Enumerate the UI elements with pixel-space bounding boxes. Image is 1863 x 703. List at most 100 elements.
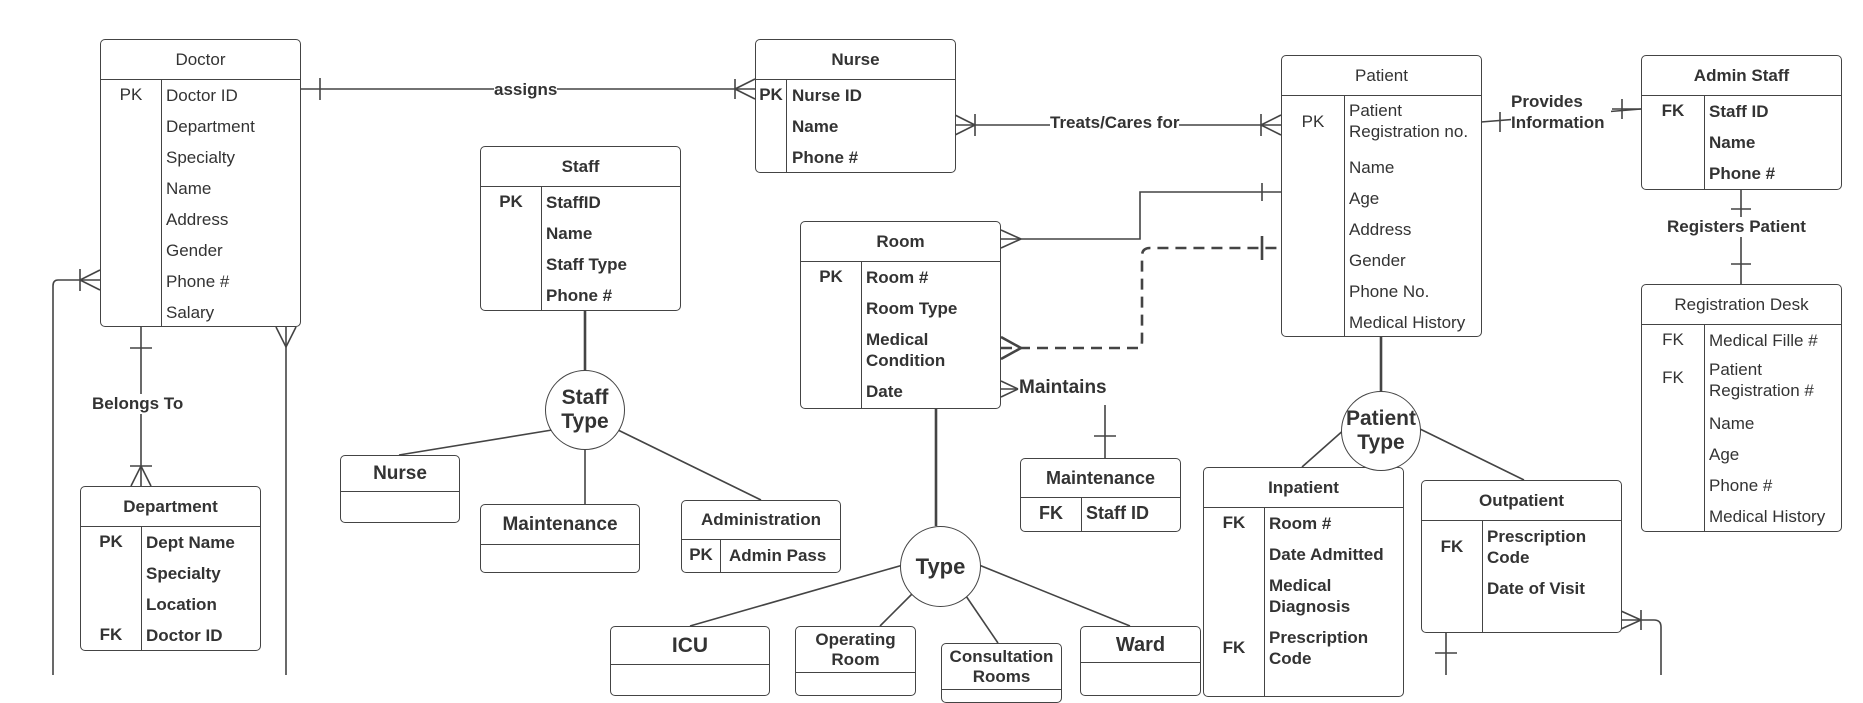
doctor-attr: Address <box>166 210 229 229</box>
nurse-attr: Phone # <box>792 148 859 167</box>
doctor-attr: Department <box>166 117 255 136</box>
admin-staff-entity[interactable]: Admin Staff FK Staff ID Name Phone # <box>1641 55 1842 190</box>
admin-staff-row: FK Staff ID <box>1642 96 1841 127</box>
patient-title: Patient <box>1282 56 1481 96</box>
treats-label: Treats/Cares for <box>1050 113 1180 133</box>
staff-type-circle[interactable]: Staff Type <box>545 370 625 450</box>
registration-desk-attr: Medical History <box>1709 507 1826 526</box>
patient-attr: Address <box>1349 220 1412 239</box>
inpatient-title: Inpatient <box>1204 468 1403 508</box>
icu-subtype-box[interactable]: ICU <box>610 626 770 696</box>
staff-row: PK StaffID <box>481 187 680 218</box>
inpatient-attr: Prescription Code <box>1269 628 1369 668</box>
nurse-key: PK <box>759 85 783 104</box>
nurse-row: Phone # <box>756 142 955 172</box>
inpatient-row: FK Prescription Code <box>1204 622 1403 674</box>
nurse-entity[interactable]: Nurse PK Nurse ID Name Phone # <box>755 39 956 173</box>
inpatient-entity[interactable]: Inpatient FK Room # Date Admitted Medica… <box>1203 467 1404 697</box>
nurse-title: Nurse <box>756 40 955 80</box>
inpatient-row: Date Admitted <box>1204 539 1403 570</box>
outpatient-attr: Prescription Code <box>1487 527 1587 567</box>
department-entity[interactable]: Department PK Dept Name Specialty Locati… <box>80 486 261 651</box>
staff-entity[interactable]: Staff PK StaffID Name Staff Type Phone # <box>480 146 681 311</box>
staff-attr: Staff Type <box>546 255 627 274</box>
registers-label: Registers Patient <box>1667 217 1806 237</box>
maintenance-entity-title: Maintenance <box>1021 459 1180 498</box>
doctor-row: Name <box>101 173 300 204</box>
maintenance-entity[interactable]: Maintenance FK Staff ID <box>1020 458 1181 532</box>
inpatient-attr: Date Admitted <box>1269 545 1384 564</box>
doctor-attr: Doctor ID <box>166 86 238 105</box>
nurse-treat-many-mark <box>954 114 976 136</box>
inpatient-row: FK Room # <box>1204 508 1403 539</box>
department-row: FK Doctor ID <box>81 620 260 650</box>
inpatient-key: FK <box>1222 513 1246 532</box>
patient-row: Name <box>1282 152 1481 183</box>
patient-attr: Age <box>1349 189 1380 208</box>
outpatient-entity[interactable]: Outpatient FK Prescription Code Date of … <box>1421 480 1622 633</box>
doctor-attr: Salary <box>166 303 215 322</box>
ward-subtype-title: Ward <box>1081 627 1200 663</box>
patient-attr: Medical History <box>1349 313 1466 332</box>
department-attr: Doctor ID <box>146 626 223 645</box>
doctor-row: Specialty <box>101 142 300 173</box>
room-patient-dashed-line <box>1001 246 1281 350</box>
ward-subtype-box[interactable]: Ward <box>1080 626 1201 696</box>
patient-type-circle-label: Patient Type <box>1345 406 1416 454</box>
patient-entity[interactable]: Patient PK Patient Registration no. Name… <box>1281 55 1482 337</box>
registration-desk-row: FK Patient Registration # <box>1642 356 1841 408</box>
patient-row: Gender <box>1282 245 1481 276</box>
consultation-rooms-subtype-box[interactable]: Consultation Rooms <box>941 643 1062 703</box>
type-consultation-branch <box>965 595 999 644</box>
icu-subtype-title: ICU <box>611 627 769 665</box>
outpatient-row: Date of Visit <box>1422 573 1621 604</box>
provides-label: Provides Information <box>1511 91 1611 133</box>
registration-desk-row: FK Medical Fille # <box>1642 325 1841 356</box>
staff-row: Name <box>481 218 680 249</box>
room-row: PK Room # <box>801 262 1000 293</box>
nurse-attr: Name <box>792 117 839 136</box>
operating-room-subtype-title: Operating Room <box>796 627 915 673</box>
doctor-attr: Gender <box>166 241 223 260</box>
registration-desk-row: Age <box>1642 439 1841 470</box>
registration-desk-row: Medical History <box>1642 501 1841 531</box>
nurse-many-mark <box>734 78 756 100</box>
department-attr: Location <box>146 595 217 614</box>
maintenance-subtype-box[interactable]: Maintenance <box>480 504 640 573</box>
outpatient-right-line <box>1621 619 1662 675</box>
outpatient-title: Outpatient <box>1422 481 1621 521</box>
maintains-label: Maintains <box>1019 377 1107 398</box>
department-row: Location <box>81 589 260 620</box>
staff-attr: Name <box>546 224 593 243</box>
doctor-attr: Phone # <box>166 272 230 291</box>
type-icu-branch <box>689 564 904 627</box>
room-attr: Room Type <box>866 299 958 318</box>
type-circle[interactable]: Type <box>900 526 981 607</box>
admin-staff-row: Phone # <box>1642 158 1841 189</box>
room-entity[interactable]: Room PK Room # Room Type Medical Conditi… <box>800 221 1001 409</box>
operating-room-subtype-box[interactable]: Operating Room <box>795 626 916 696</box>
patient-row: Medical History <box>1282 307 1481 336</box>
doctor-row: Address <box>101 204 300 235</box>
admin-staff-attr: Phone # <box>1709 164 1776 183</box>
department-row: PK Dept Name <box>81 527 260 558</box>
registration-desk-title: Registration Desk <box>1642 285 1841 325</box>
patient-outpatient-branch <box>1417 427 1525 481</box>
nurse-subtype-box[interactable]: Nurse <box>340 455 460 523</box>
patient-type-circle[interactable]: Patient Type <box>1341 391 1421 471</box>
room-row: Medical Condition <box>801 324 1000 376</box>
patient-row: Age <box>1282 183 1481 214</box>
outpatient-key: FK <box>1440 537 1464 556</box>
administration-entity[interactable]: Administration PK Admin Pass <box>681 500 841 573</box>
staff-key: PK <box>499 192 523 211</box>
staff-attr: StaffID <box>546 193 601 212</box>
patient-attr: Patient Registration no. <box>1349 101 1469 141</box>
outpatient-right-many-mark <box>1620 610 1643 630</box>
type-ward-branch <box>978 564 1131 627</box>
registration-desk-entity[interactable]: Registration Desk FK Medical Fille # FK … <box>1641 284 1842 532</box>
maintenance-entity-row: FK Staff ID <box>1021 498 1180 531</box>
room-row: Date <box>801 376 1000 407</box>
admin-staff-attr: Name <box>1709 133 1756 152</box>
doctor-entity[interactable]: Doctor PK Doctor ID Department Specialty… <box>100 39 301 327</box>
doctor-row: Salary <box>101 297 300 326</box>
